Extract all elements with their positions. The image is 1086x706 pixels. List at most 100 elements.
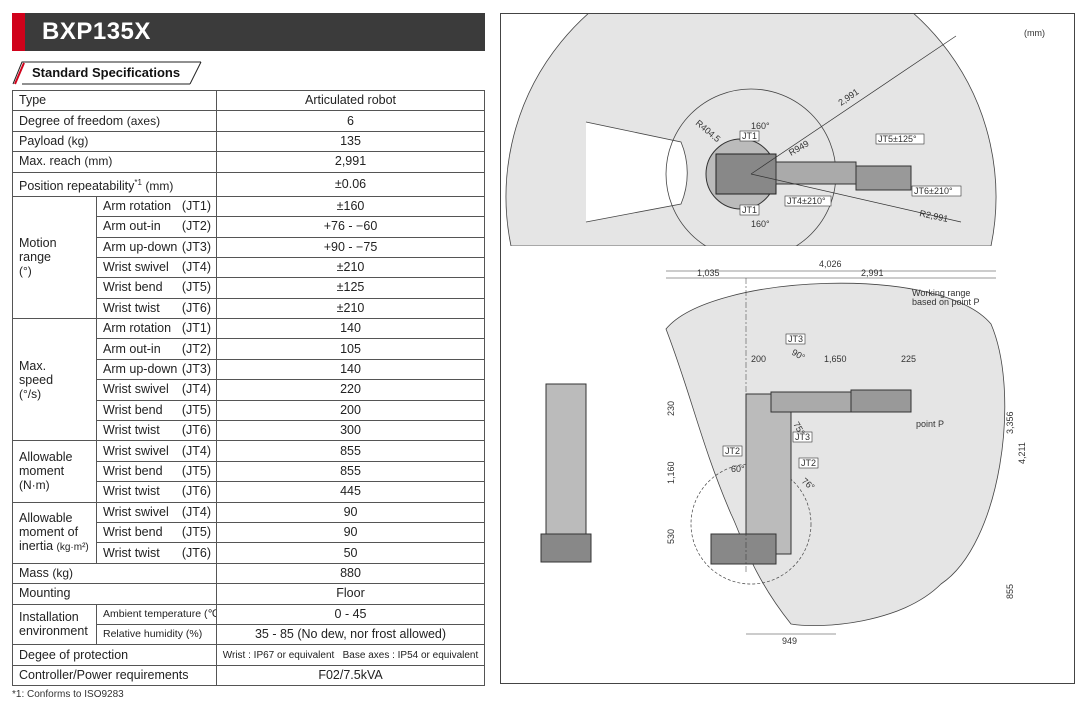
dim-1650: 1,650 xyxy=(824,354,847,364)
axis-name: Arm out-in xyxy=(103,219,161,234)
axis-name: Wrist twist xyxy=(103,423,160,438)
table-row: Wrist swivel(JT4)±210 xyxy=(13,256,486,279)
spec-value: +90 - −75 xyxy=(216,236,486,258)
axis-name: Wrist swivel xyxy=(103,504,169,519)
table-row: Arm out-in(JT2)105 xyxy=(13,338,486,360)
table-row: Wrist twist(JT6)445 xyxy=(13,481,486,503)
spec-value: 200 xyxy=(216,399,486,422)
spec-value: 855 xyxy=(216,460,486,483)
title-accent xyxy=(12,13,25,51)
axis-jt: (JT6) xyxy=(181,300,212,315)
axis-name: Wrist swivel xyxy=(103,382,169,397)
working-range-label-1: Working range xyxy=(912,288,970,298)
axis-name: Arm up-down xyxy=(103,362,178,377)
jt1-label-top: JT1 xyxy=(742,131,757,141)
jt6-label: JT6±210° xyxy=(914,186,953,196)
table-row: Max. reach (mm) 2,991 xyxy=(11,151,486,173)
spec-label: Position repeatability*1 (mm) xyxy=(11,171,218,197)
robot-column xyxy=(745,393,792,555)
robot-base xyxy=(710,533,777,565)
jt2-label-right: JT2 xyxy=(801,458,816,468)
unit-label: (mm) xyxy=(1024,28,1045,38)
group-line: Allowable xyxy=(19,450,73,465)
unit-text: (mm) xyxy=(145,178,174,193)
spec-value: 220 xyxy=(216,379,486,401)
spec-value: ±125 xyxy=(216,277,486,299)
diagram-svg: (mm) 2,991 R404.5 R949 R2,991 JT1 160° J… xyxy=(505,14,1045,646)
group-unit: (°/s) xyxy=(19,386,42,401)
spec-value: 90 xyxy=(216,521,486,544)
axis-cell: Wrist swivel (JT4) xyxy=(95,501,218,523)
spec-value: 880 xyxy=(216,562,486,585)
group-line: Motion xyxy=(19,236,57,251)
spec-label: Degree of freedom (axes) xyxy=(11,110,218,132)
dim-225: 225 xyxy=(901,354,916,364)
axis-jt: (JT3) xyxy=(181,362,212,377)
axis-name: Arm up-down xyxy=(103,239,178,254)
spec-value: Floor xyxy=(216,583,486,605)
axis-name: Wrist bend xyxy=(103,525,163,540)
axis-cell: Arm out-in(JT2) xyxy=(95,338,218,360)
r2991-line xyxy=(750,35,957,175)
spec-value: 0 - 45 xyxy=(216,603,486,625)
axis-name: Wrist bend xyxy=(103,280,163,295)
label-text: Degree of freedom xyxy=(19,113,124,128)
spec-value: Wrist : IP67 or equivalent Base axes : I… xyxy=(216,644,486,666)
spec-value: F02/7.5kVA xyxy=(216,664,486,687)
spec-value: 2,991 xyxy=(216,151,486,173)
axis-jt: (JT4) xyxy=(181,260,212,275)
robot-upper-arm xyxy=(770,391,857,413)
table-row: Arm up-down(JT3)140 xyxy=(13,358,486,381)
axis-name: Wrist twist xyxy=(103,545,160,560)
jt4-box xyxy=(784,195,832,207)
axis-cell: Wrist swivel(JT4) xyxy=(95,256,218,279)
axis-jt: (JT4) xyxy=(181,504,212,519)
deg-160-top: 160° xyxy=(751,121,770,131)
dim-200: 200 xyxy=(751,354,766,364)
axis-cell: Wrist bend(JT5) xyxy=(95,277,218,299)
env-label: Ambient temperature (℃) xyxy=(95,603,218,625)
table-row: Controller/Power requirements F02/7.5kVA xyxy=(11,664,486,687)
r2991b-line xyxy=(750,173,962,223)
label-text: Position repeatability xyxy=(19,178,135,193)
axis-name: Arm rotation xyxy=(103,198,172,213)
spec-value: 140 xyxy=(216,318,486,340)
jt4-label: JT4±210° xyxy=(787,196,826,206)
dim-4026: 4,026 xyxy=(819,259,842,269)
table-row: Wrist swivel (JT4) 220 xyxy=(13,379,486,401)
robot-side-main xyxy=(710,389,912,565)
spec-value: 300 xyxy=(216,420,486,442)
table-row: Position repeatability*1 (mm) ±0.06 xyxy=(11,171,486,197)
dim-1035: 1,035 xyxy=(697,268,720,278)
axis-jt: (JT4) xyxy=(181,382,212,397)
axis-name: Arm rotation xyxy=(103,321,172,336)
spec-value: +76 - −60 xyxy=(216,216,486,238)
axis-cell: Arm out-in(JT2) xyxy=(95,216,218,238)
robot-front-base xyxy=(540,533,592,563)
jt1-label-bottom: JT1 xyxy=(742,205,757,215)
spec-value: ±160 xyxy=(216,195,486,218)
unit-text: (axes) xyxy=(126,113,161,128)
spec-value: 135 xyxy=(216,130,486,153)
axis-cell: Wrist bend(JT5) xyxy=(95,460,218,483)
axis-jt: (JT6) xyxy=(181,484,212,499)
jt1-box xyxy=(739,130,760,142)
jt1-box xyxy=(739,204,760,216)
jt3-label-top: JT3 xyxy=(788,334,803,344)
label-text: Payload xyxy=(19,133,65,148)
axis-jt: (JT1) xyxy=(181,198,212,213)
axis-jt: (JT3) xyxy=(181,239,212,254)
table-row: Wrist twist(JT6)±210 xyxy=(13,297,486,320)
robot-body-top xyxy=(715,153,777,195)
axis-jt: (JT1) xyxy=(181,321,212,336)
dim-4211: 4,211 xyxy=(1017,442,1027,464)
robot-arm-top xyxy=(775,161,857,185)
axis-jt: (JT6) xyxy=(181,423,212,438)
axis-name: Wrist twist xyxy=(103,300,160,315)
